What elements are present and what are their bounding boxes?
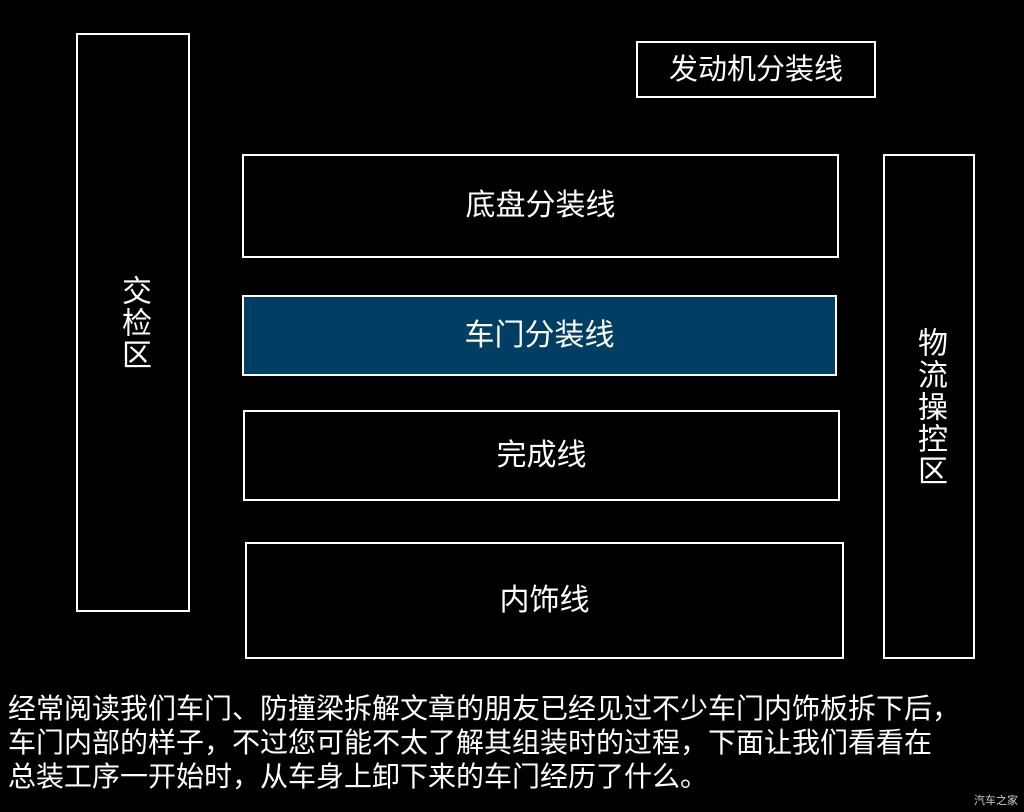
logistics-control-zone-label: 物流操控区: [912, 326, 947, 487]
caption-line: 总装工序一开始时，从车身上卸下来的车门经历了什么。: [8, 760, 709, 793]
final-line-label: 完成线: [496, 437, 587, 473]
door-subassembly-line-label: 车门分装线: [464, 317, 615, 353]
engine-subassembly-line: 发动机分装线: [636, 41, 876, 98]
trim-line: 内饰线: [245, 542, 844, 659]
engine-subassembly-line-label: 发动机分装线: [668, 52, 843, 86]
caption-line: 车门内部的样子，不过您可能不太了解其组装时的过程，下面让我们看看在: [8, 726, 933, 759]
jiaojian-zone: 交检区: [76, 33, 190, 612]
logistics-control-zone: 物流操控区: [883, 154, 975, 659]
caption: 经常阅读我们车门、防撞梁拆解文章的朋友已经见过不少车门内饰板拆下后， 车门内部的…: [8, 692, 1020, 794]
final-line: 完成线: [243, 410, 840, 501]
jiaojian-zone-label: 交检区: [116, 274, 151, 371]
chassis-subassembly-line: 底盘分装线: [242, 154, 839, 258]
caption-line: 经常阅读我们车门、防撞梁拆解文章的朋友已经见过不少车门内饰板拆下后，: [8, 692, 961, 725]
trim-line-label: 内饰线: [499, 582, 590, 618]
watermark: 汽车之家: [974, 794, 1018, 807]
door-subassembly-line: 车门分装线: [242, 295, 837, 376]
chassis-subassembly-line-label: 底盘分装线: [465, 188, 616, 223]
